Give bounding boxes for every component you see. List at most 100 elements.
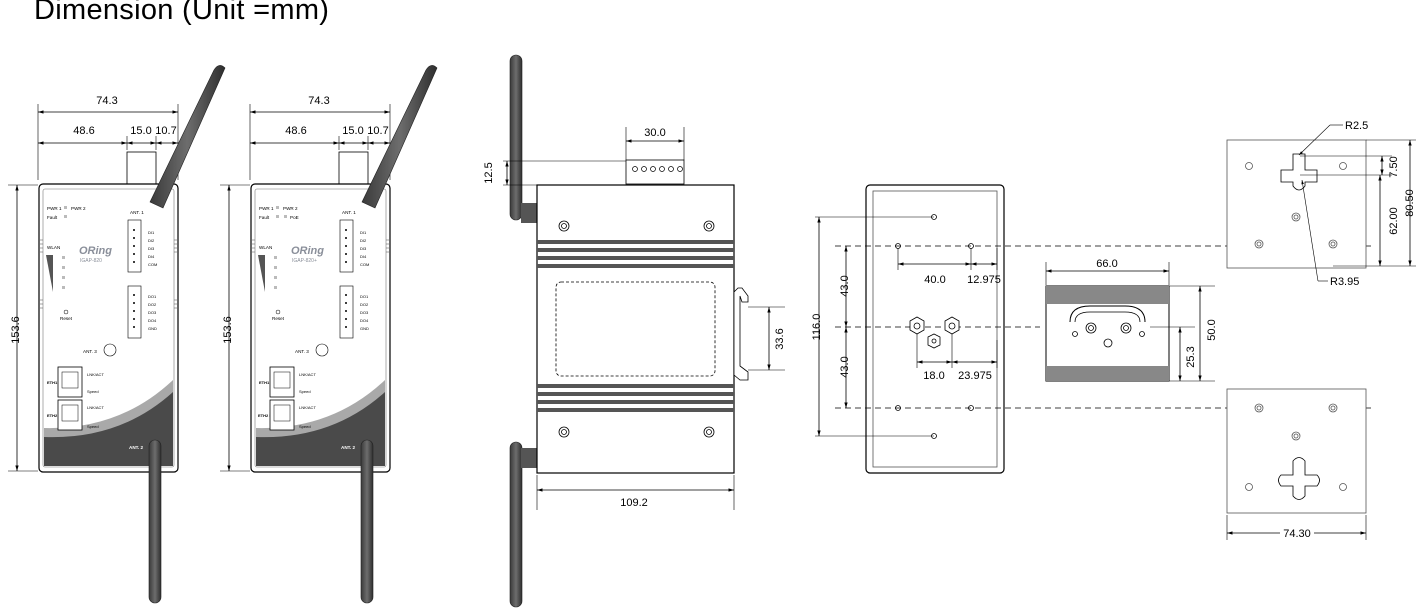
lnk-act-label: LNK/ACT <box>299 372 316 377</box>
width-overall-label: 74.3 <box>96 95 117 107</box>
width-right-label: 10.7 <box>367 125 388 137</box>
device-rear-body <box>865 184 1005 474</box>
din-offset-label: 25.3 <box>1185 346 1197 367</box>
do-label: DO2 <box>148 302 157 307</box>
brand-logo: ORing <box>79 245 112 257</box>
do-label: DO1 <box>360 294 369 299</box>
din-width-label: 66.0 <box>1096 258 1117 270</box>
do-label: DO3 <box>148 310 157 315</box>
di-label: DI4 <box>360 254 367 259</box>
antenna-icon <box>149 65 226 209</box>
width-left-label: 48.6 <box>285 125 306 137</box>
antenna-icon <box>509 441 523 608</box>
overall-height-label: 116.0 <box>811 314 823 341</box>
do-label: DO1 <box>148 294 157 299</box>
di-label: DI4 <box>148 254 155 259</box>
dim-c-label: 80.50 <box>1404 189 1416 217</box>
screw-span-label: 18.0 <box>923 370 944 382</box>
wall-mount-plates: 7.50 62.00 80.50 R2.5 R3.95 74.30 <box>1226 120 1416 540</box>
eth1-label: ETH1 <box>259 380 270 385</box>
antenna-icon <box>360 439 374 604</box>
speed-label: Speed <box>87 424 99 429</box>
brand-logo: ORing <box>291 245 324 257</box>
do-label: GND <box>360 326 369 331</box>
ant2-label: ANT. 2 <box>341 445 355 450</box>
reset-label: Reset <box>60 316 73 321</box>
model-label: IGAP-820+ <box>292 258 317 264</box>
fault-label: Fault <box>259 215 270 220</box>
speed-label: Speed <box>299 389 311 394</box>
hole-offset-label: 12.975 <box>967 274 1001 286</box>
di-label: DI1 <box>360 230 367 235</box>
width-mid-label: 15.0 <box>130 125 151 137</box>
di-label: DI3 <box>360 246 367 251</box>
front-view-1: 74.3 48.6 15.0 10.7 153.6 PWR 1 PWR 2 <box>8 65 226 604</box>
depth-label: 109.2 <box>620 497 648 509</box>
width-overall-label: 74.3 <box>308 95 329 107</box>
terminal-width-label: 30.0 <box>644 127 665 139</box>
pwr2-label: PWR 2 <box>283 206 298 211</box>
width-mid-label: 15.0 <box>342 125 363 137</box>
poe-label: PoE <box>290 215 299 220</box>
do-label: DO3 <box>360 310 369 315</box>
fault-label: Fault <box>47 215 58 220</box>
eth1-label: ETH1 <box>47 380 58 385</box>
speed-label: Speed <box>299 424 311 429</box>
wlan-label: WLAN <box>259 245 272 250</box>
clip-height-label: 33.6 <box>774 328 786 349</box>
width-right-label: 10.7 <box>155 125 176 137</box>
di-label: DI2 <box>360 238 367 243</box>
din-rail-bracket: 66.0 50.0 25.3 <box>1045 258 1218 382</box>
slot-radius-label: R2.5 <box>1345 120 1368 132</box>
wlan-label: WLAN <box>47 245 60 250</box>
terminal-height-label: 12.5 <box>483 162 495 183</box>
dim-b-label: 62.00 <box>1388 207 1400 235</box>
lnk-act-label: LNK/ACT <box>87 372 104 377</box>
do-label: GND <box>148 326 157 331</box>
plate-width-label: 74.30 <box>1283 528 1311 540</box>
ant1-label: ANT. 1 <box>130 210 144 215</box>
front-view-2: 74.3 48.6 15.0 10.7 153.6 PWR 1 PWR 2 Fa… <box>220 65 438 604</box>
lnk-act-label: LNK/ACT <box>87 405 104 410</box>
hole-span-label: 40.0 <box>924 274 945 286</box>
pwr2-label: PWR 2 <box>71 206 86 211</box>
do-label: DO4 <box>148 318 157 323</box>
eth2-label: ETH2 PoE <box>258 413 277 418</box>
di-label: DI3 <box>148 246 155 251</box>
upper-height-label: 43.0 <box>839 275 851 296</box>
antenna-icon <box>509 54 523 221</box>
do-label: DO2 <box>360 302 369 307</box>
eth2-port <box>57 399 83 431</box>
di-label: DI2 <box>148 238 155 243</box>
di-label: COM <box>360 262 369 267</box>
din-height-label: 50.0 <box>1206 319 1218 340</box>
eth1-port <box>57 366 83 398</box>
height-label: 153.6 <box>222 316 234 344</box>
lnk-act-label: LNK/ACT <box>299 405 316 410</box>
di-label: COM <box>148 262 157 267</box>
do-label: DO4 <box>360 318 369 323</box>
height-label: 153.6 <box>10 316 22 344</box>
eth2-label: ETH2 <box>47 413 58 418</box>
di-label: DI1 <box>148 230 155 235</box>
page-title: Dimension (Unit =mm) <box>34 0 330 26</box>
ant2-label: ANT. 2 <box>129 445 143 450</box>
hole-radius-label: R3.95 <box>1330 276 1359 288</box>
model-label: IGAP-820 <box>80 258 102 264</box>
rear-view: 116.0 43.0 43.0 40.0 12.975 18.0 23.975 <box>811 184 1375 474</box>
lower-height-label: 43.0 <box>839 356 851 377</box>
pwr1-label: PWR 1 <box>259 206 274 211</box>
di-labels: DI1 DI2 DI3 DI4 COM DO1 DO2 DO3 DO4 GND <box>148 230 157 331</box>
antenna-icon <box>361 65 438 209</box>
speed-label: Speed <box>87 389 99 394</box>
pwr1-label: PWR 1 <box>47 206 62 211</box>
screw-offset-label: 23.975 <box>958 370 992 382</box>
eth2-port <box>269 399 295 431</box>
dim-a-label: 7.50 <box>1388 156 1400 177</box>
width-left-label: 48.6 <box>73 125 94 137</box>
side-view: 30.0 12.5 33.6 109.2 <box>483 54 786 608</box>
antenna-icon <box>148 439 162 604</box>
ant3-label: ANT. 3 <box>295 349 309 354</box>
ant3-label: ANT. 3 <box>83 349 97 354</box>
